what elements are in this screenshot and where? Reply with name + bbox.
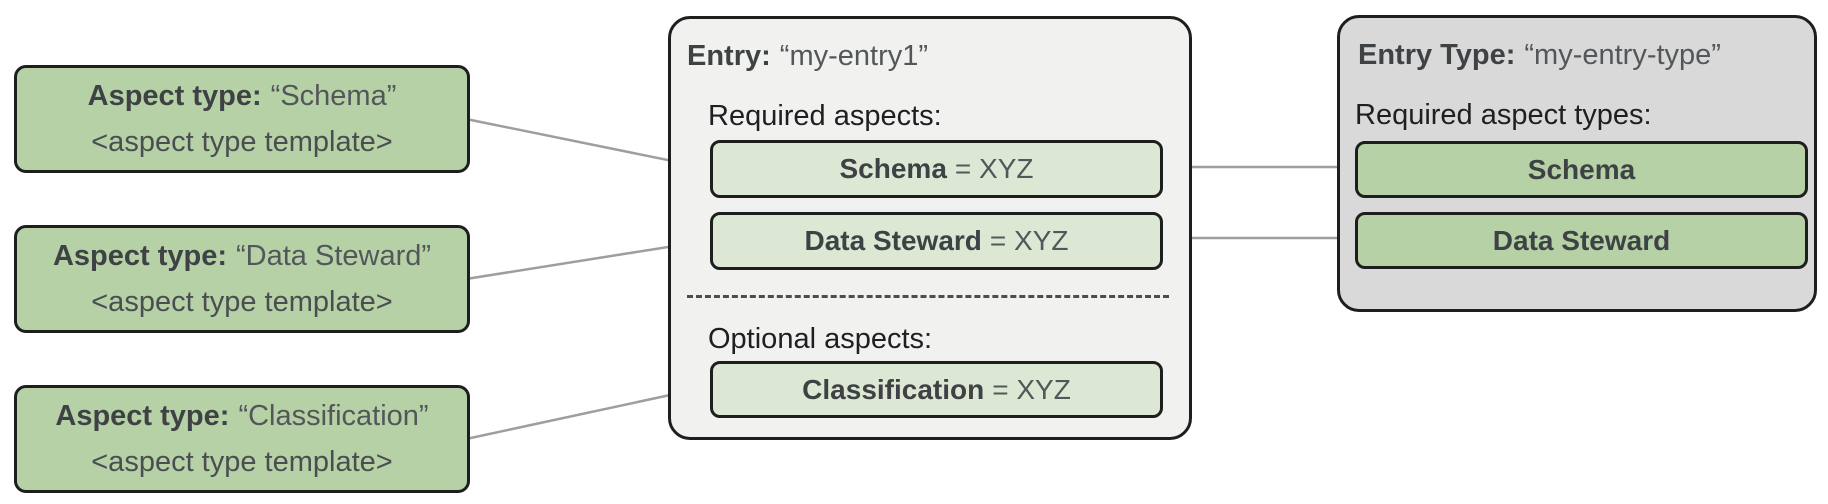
aspect-type-box-data-steward: Aspect type:“Data Steward” <aspect type … [14, 225, 470, 333]
required-optional-divider [687, 295, 1169, 298]
entry-type-box: Entry Type:“my-entry-type” Required aspe… [1337, 15, 1817, 312]
aspect-value: = XYZ [992, 373, 1071, 405]
entry-title-value: “my-entry1” [779, 40, 929, 72]
aspect-type-template: <aspect type template> [91, 446, 393, 478]
entry-type-title: Entry Type:“my-entry-type” [1358, 39, 1721, 72]
aspect-type-name: “Schema” [270, 80, 397, 112]
entry-type-row-data-steward: Data Steward [1355, 212, 1808, 269]
aspect-type-title: Aspect type:“Data Steward” [53, 239, 431, 273]
aspect-type-title: Aspect type:“Classification” [55, 399, 428, 433]
optional-aspects-label: Optional aspects: [708, 323, 933, 355]
aspect-value: = XYZ [989, 225, 1069, 256]
aspect-type-template: <aspect type template> [91, 286, 393, 318]
entry-aspect-row-data-steward: Data Steward= XYZ [710, 212, 1163, 270]
entry-title-label: Entry: [687, 40, 771, 72]
entry-type-title-value: “my-entry-type” [1524, 39, 1721, 71]
entry-aspect-row-schema: Schema= XYZ [710, 140, 1163, 198]
entry-aspect-row-classification: Classification= XYZ [710, 361, 1163, 418]
aspect-name: Schema [839, 153, 947, 184]
aspect-type-label: Aspect type: [87, 80, 262, 112]
aspect-type-title: Aspect type:“Schema” [88, 79, 397, 113]
entry-title: Entry:“my-entry1” [687, 40, 928, 73]
aspect-type-name: “Data Steward” [236, 240, 432, 272]
entry-type-title-label: Entry Type: [1358, 39, 1516, 71]
aspect-type-label: Aspect type: [55, 400, 230, 432]
required-aspects-label: Required aspects: [708, 100, 942, 132]
aspect-name: Data Steward [804, 225, 982, 256]
aspect-type-template: <aspect type template> [91, 126, 393, 158]
aspect-type-box-schema: Aspect type:“Schema” <aspect type templa… [14, 65, 470, 173]
aspect-type-box-classification: Aspect type:“Classification” <aspect typ… [14, 385, 470, 493]
aspect-value: = XYZ [954, 153, 1034, 184]
aspect-name: Classification [802, 373, 985, 405]
aspect-type-label: Aspect type: [52, 240, 228, 272]
aspect-type-name: “Classification” [238, 400, 429, 432]
required-aspect-types-label: Required aspect types: [1355, 99, 1652, 131]
entry-type-row-schema: Schema [1355, 141, 1808, 198]
entry-box: Entry:“my-entry1” Required aspects: Sche… [668, 16, 1192, 440]
